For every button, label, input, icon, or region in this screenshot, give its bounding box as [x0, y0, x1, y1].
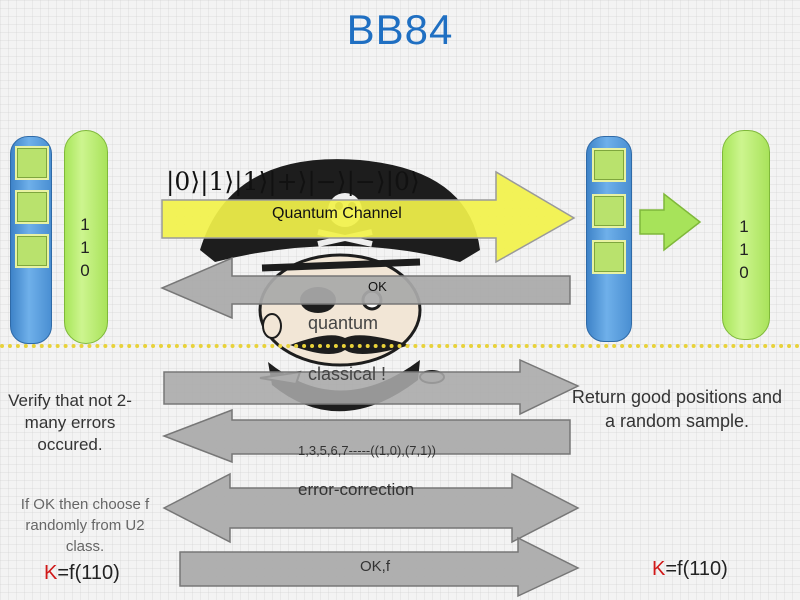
return-positions-arrow — [163, 358, 580, 416]
alice-bits-bar — [64, 130, 108, 344]
alice-basis-slot-1 — [15, 146, 49, 180]
ok-label: OK — [368, 279, 387, 294]
alice-bit-1: 1 — [80, 215, 90, 234]
alice-key: K=f(110) — [44, 562, 120, 585]
classical-label: classical ! — [308, 364, 387, 384]
alice-basis-slot-3 — [15, 234, 49, 268]
alice-key-formula: =f(110) — [57, 562, 120, 584]
bob-basis-slot-3 — [592, 240, 626, 274]
bob-basis-slot-2 — [592, 194, 626, 228]
indices-label: 1,3,5,6,7-----((1,0),(7,1)) — [298, 443, 436, 458]
quantum-classical-separator — [0, 344, 800, 348]
bob-return-text: Return good positions and a random sampl… — [571, 387, 783, 431]
alice-choose-text: If OK then choose f randomly from U2 cla… — [20, 496, 150, 555]
bob-key: K=f(110) — [652, 558, 728, 581]
error-correction-arrow — [162, 472, 580, 544]
bob-bit-2: 1 — [739, 240, 749, 259]
quantum-channel-label: Quantum Channel — [272, 205, 402, 222]
alice-basis-slot-2 — [15, 190, 49, 224]
indices-arrow — [161, 408, 571, 464]
alice-bit-3: 0 — [80, 261, 90, 280]
green-arrow-icon — [639, 192, 702, 252]
bob-key-formula: =f(110) — [665, 558, 728, 580]
bob-bit-3: 0 — [739, 263, 749, 282]
quantum-channel-arrow — [161, 170, 576, 264]
alice-bit-2: 1 — [80, 238, 90, 257]
page-title: BB84 — [346, 6, 454, 53]
okf-arrow — [179, 536, 580, 598]
error-correction-label: error-correction — [298, 480, 415, 499]
alice-key-letter: K — [44, 562, 58, 584]
bob-key-letter: K — [652, 558, 666, 580]
quantum-label: quantum — [308, 313, 379, 333]
alice-verify-text: Verify that not 2-many errors occured. — [8, 391, 132, 454]
bob-bits-bar — [722, 130, 770, 340]
bob-basis-slot-1 — [592, 148, 626, 182]
ok-arrow — [160, 256, 571, 320]
quantum-states-text: |0⟩|1⟩|1⟩|+⟩|−⟩|−⟩|0⟩ — [166, 167, 420, 197]
bob-bit-1: 1 — [739, 217, 749, 236]
okf-label: OK,f — [360, 558, 391, 575]
